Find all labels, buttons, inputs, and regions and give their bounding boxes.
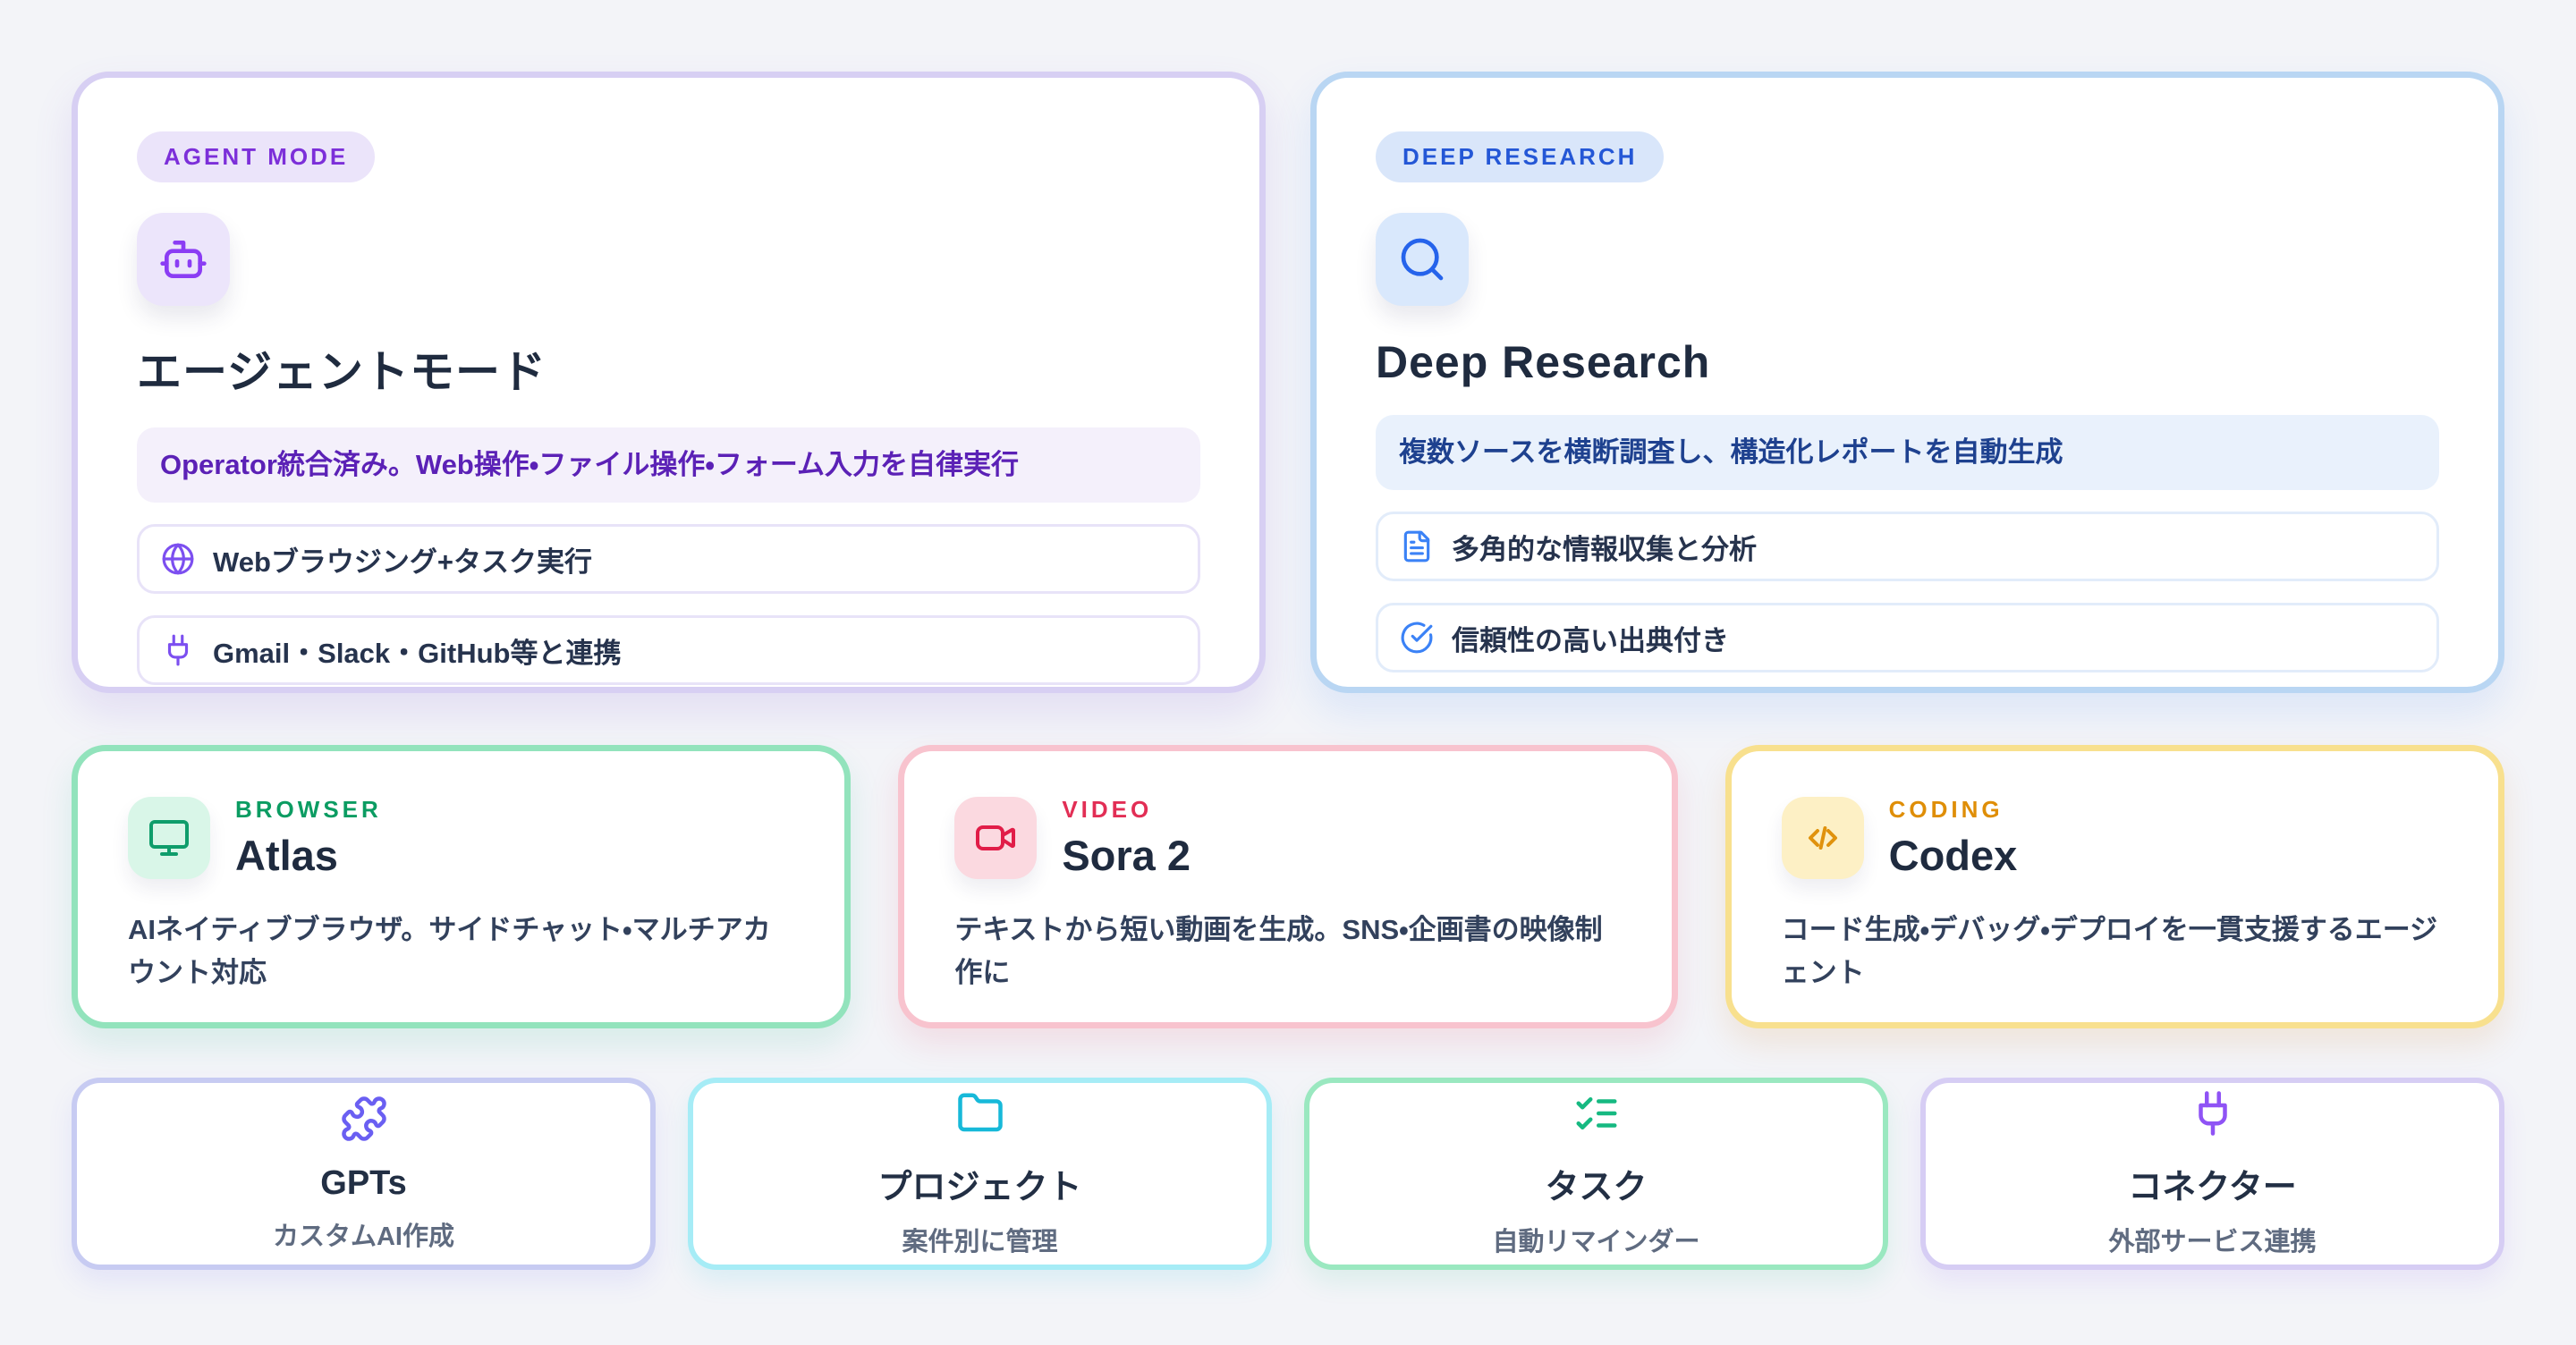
product-title: Sora 2 xyxy=(1062,832,1191,879)
shortcut-title: タスク xyxy=(1545,1169,1648,1206)
monitor-icon xyxy=(128,797,210,879)
deep-research-badge: DEEP RESEARCH xyxy=(1376,131,1665,182)
checklist-icon xyxy=(1572,1089,1621,1138)
product-label: BROWSER xyxy=(235,796,382,823)
globe-icon xyxy=(161,542,195,576)
product-row: BROWSER Atlas AIネイティブブラウザ。サイドチャット・マルチアカウ… xyxy=(72,745,2504,1028)
feature-row-integrations: Gmail・Slack・GitHub等と連携 xyxy=(137,615,1200,686)
video-camera-icon xyxy=(954,797,1038,879)
product-title: Atlas xyxy=(235,832,338,879)
agent-mode-title: エージェントモード xyxy=(137,347,547,397)
agent-mode-badge: AGENT MODE xyxy=(137,131,376,182)
feature-label: 多角的な情報収集と分析 xyxy=(1452,533,1757,565)
shortcut-title: GPTs xyxy=(320,1164,407,1202)
shortcut-title: コネクター xyxy=(2128,1169,2297,1206)
shortcut-subtitle: 自動リマインダー xyxy=(1492,1228,1700,1256)
robot-icon xyxy=(137,213,230,306)
shortcut-title: プロジェクト xyxy=(877,1169,1082,1206)
shortcut-subtitle: 外部サービス連携 xyxy=(2108,1228,2317,1256)
product-description: コード生成・デバッグ・デプロイを一貫支援するエージェント xyxy=(1781,914,2438,989)
product-card-codex: CODING Codex コード生成・デバッグ・デプロイを一貫支援するエージェン… xyxy=(1724,745,2504,1028)
shortcut-card-connectors: コネクター 外部サービス連携 xyxy=(1920,1078,2504,1270)
product-head-text: BROWSER Atlas xyxy=(235,796,382,880)
shortcut-card-tasks: タスク 自動リマインダー xyxy=(1304,1078,1888,1270)
deep-research-highlight: 複数ソースを横断調査し、構造化レポートを自動生成 xyxy=(1376,415,2439,491)
product-head-text: CODING Codex xyxy=(1889,796,2018,880)
hero-row: AGENT MODE エージェントモード Operator統合済み。Web操作・… xyxy=(72,72,2504,693)
feature-row-citations: 信頼性の高い出典付き xyxy=(1376,603,2439,673)
product-head: BROWSER Atlas xyxy=(128,796,794,880)
product-head-text: VIDEO Sora 2 xyxy=(1062,796,1191,880)
agent-mode-highlight: Operator統合済み。Web操作・ファイル操作・フォーム入力を自律実行 xyxy=(137,427,1200,503)
folder-icon xyxy=(956,1089,1004,1138)
shortcut-card-gpts: GPTs カスタムAI作成 xyxy=(72,1078,656,1270)
plug-icon xyxy=(2189,1089,2237,1138)
hero-card-agent-mode: AGENT MODE エージェントモード Operator統合済み。Web操作・… xyxy=(72,72,1266,693)
deep-research-title: Deep Research xyxy=(1376,337,1711,387)
hero-card-deep-research: DEEP RESEARCH Deep Research 複数ソースを横断調査し、… xyxy=(1310,72,2504,693)
shortcut-subtitle: 案件別に管理 xyxy=(902,1228,1058,1256)
product-description: テキストから短い動画を生成。SNS・企画書の映像制作に xyxy=(954,914,1603,989)
shortcut-subtitle: カスタムAI作成 xyxy=(272,1222,454,1251)
product-card-sora: VIDEO Sora 2 テキストから短い動画を生成。SNS・企画書の映像制作に xyxy=(898,745,1678,1028)
document-icon xyxy=(1400,529,1434,563)
feature-label: Webブラウジング+タスク実行 xyxy=(213,546,592,578)
feature-row-analysis: 多角的な情報収集と分析 xyxy=(1376,512,2439,582)
feature-label: Gmail・Slack・GitHub等と連携 xyxy=(213,637,622,669)
puzzle-icon xyxy=(340,1095,388,1143)
product-head: CODING Codex xyxy=(1781,796,2448,880)
feature-label: 信頼性の高い出典付き xyxy=(1452,624,1729,656)
shortcut-card-projects: プロジェクト 案件別に管理 xyxy=(688,1078,1272,1270)
product-card-atlas: BROWSER Atlas AIネイティブブラウザ。サイドチャット・マルチアカウ… xyxy=(72,745,852,1028)
product-title: Codex xyxy=(1888,832,2018,879)
feature-row-web-browsing: Webブラウジング+タスク実行 xyxy=(137,524,1200,595)
product-description: AIネイティブブラウザ。サイドチャット・マルチアカウント対応 xyxy=(128,914,771,989)
plug-icon xyxy=(161,633,195,667)
product-head: VIDEO Sora 2 xyxy=(954,796,1621,880)
shortcut-row: GPTs カスタムAI作成 プロジェクト 案件別に管理 タスク 自動リマインダー xyxy=(72,1078,2504,1270)
code-icon xyxy=(1781,797,1864,879)
search-icon xyxy=(1376,213,1469,306)
check-circle-icon xyxy=(1400,621,1434,655)
product-label: VIDEO xyxy=(1062,796,1153,823)
product-label: CODING xyxy=(1888,796,2004,823)
